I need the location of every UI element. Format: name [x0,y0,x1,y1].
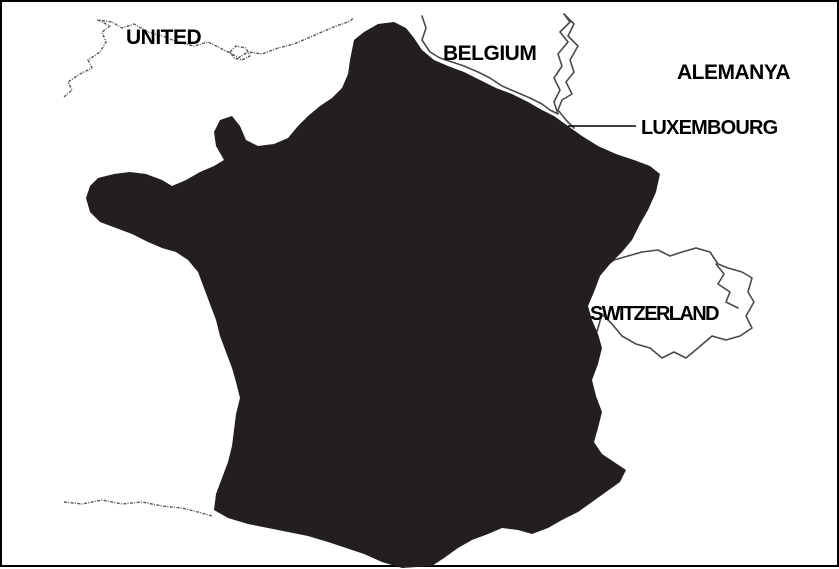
label-united: UNITED [126,26,202,49]
switzerland-border [599,247,755,359]
label-luxembourg: LUXEMBOURG [641,117,778,139]
label-alemanya: ALEMANYA [677,61,790,84]
label-belgium: BELGIUM [443,42,536,65]
germany-border [557,13,579,129]
switzerland-inner [715,263,739,309]
spain-coastline [63,499,213,517]
label-switzerland: SWITZERLAND [590,303,719,325]
uk-coastline [63,17,355,98]
france-shape [86,22,660,568]
uk-coastline-inlet [229,45,251,61]
belgium-border [421,13,571,115]
